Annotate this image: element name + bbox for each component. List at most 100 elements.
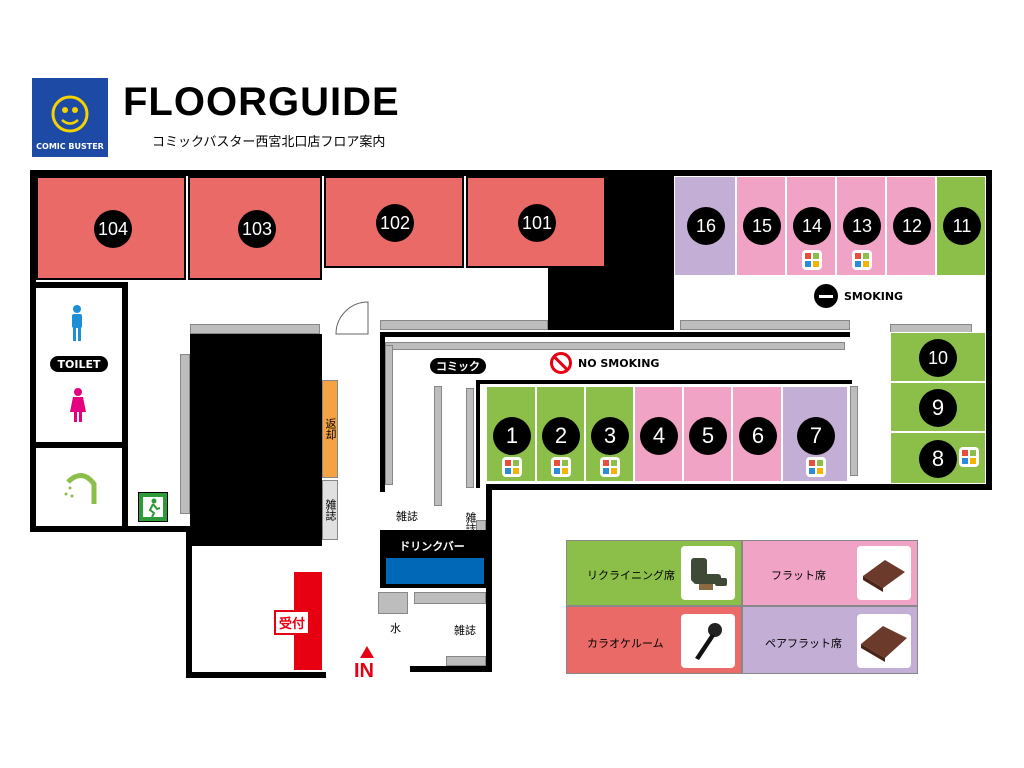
shelf-island bbox=[434, 386, 442, 506]
door[interactable] bbox=[334, 300, 370, 336]
karaoke-icon bbox=[802, 250, 822, 270]
booth-4-number: 4 bbox=[652, 423, 666, 448]
booth-5[interactable]: 5 bbox=[683, 386, 732, 482]
booth-3-number: 3 bbox=[603, 423, 617, 448]
booth-8[interactable]: 8 bbox=[890, 432, 986, 484]
entrance-label: IN bbox=[354, 660, 374, 682]
booth-11[interactable]: 11 bbox=[936, 176, 986, 276]
legend-karaoke-label: カラオケルーム bbox=[587, 637, 664, 650]
booth-6[interactable]: 6 bbox=[732, 386, 782, 482]
entrance-arrow-icon bbox=[360, 646, 374, 658]
booth-6-number: 6 bbox=[751, 423, 765, 448]
lower-wall-bottom bbox=[186, 672, 326, 678]
shower-icon bbox=[60, 470, 100, 504]
drinkbar-basin bbox=[386, 558, 484, 584]
shelf-top-middle bbox=[380, 320, 548, 330]
shelf-right-inner bbox=[850, 386, 858, 476]
booth-5-number: 5 bbox=[701, 423, 715, 448]
reception-label: 受付 bbox=[274, 610, 311, 635]
no-smoking-text: NO SMOKING bbox=[578, 356, 660, 370]
karaoke-icon bbox=[551, 457, 571, 477]
service-block-left bbox=[190, 334, 322, 546]
booth-3[interactable]: 3 bbox=[585, 386, 634, 482]
magazine-label-3: 雑誌 bbox=[464, 512, 477, 534]
room-103[interactable]: 103 bbox=[188, 176, 322, 280]
comic-label: コミック bbox=[430, 358, 486, 374]
booth-12[interactable]: 12 bbox=[886, 176, 936, 276]
water-shelf bbox=[378, 592, 408, 614]
return-counter[interactable]: 返却 bbox=[322, 380, 338, 478]
booth-15-number: 15 bbox=[751, 215, 773, 236]
booth-12-number: 12 bbox=[901, 215, 923, 236]
room-102-number: 102 bbox=[379, 212, 411, 233]
booth-10[interactable]: 10 bbox=[890, 332, 986, 382]
legend-karaoke: カラオケルーム bbox=[566, 606, 742, 674]
shelf-island-2 bbox=[466, 388, 474, 488]
bottom-shelf bbox=[446, 656, 486, 666]
room-104[interactable]: 104 bbox=[36, 176, 186, 280]
booth-9-number: 9 bbox=[931, 395, 945, 420]
toilet-wall-right bbox=[122, 282, 128, 526]
magazine-shelf-4 bbox=[414, 592, 486, 604]
booth-14-number: 14 bbox=[801, 215, 823, 236]
booth-13-number: 13 bbox=[851, 215, 873, 236]
room-101[interactable]: 101 bbox=[466, 176, 606, 268]
shelf-left-vertical bbox=[180, 354, 190, 514]
return-label: 返却 bbox=[324, 418, 337, 440]
no-smoking-area-label: NO SMOKING bbox=[550, 352, 659, 374]
male-toilet-icon bbox=[70, 305, 84, 341]
recliner-chair-icon bbox=[681, 546, 735, 600]
legend-recliner: リクライニング席 bbox=[566, 540, 742, 606]
legend-pair-flat-label: ペアフラット席 bbox=[765, 637, 842, 650]
shelf-top-left bbox=[190, 324, 320, 334]
lower-wall-left bbox=[186, 526, 192, 678]
magazine-label-2: 雑誌 bbox=[396, 510, 418, 523]
booth-7[interactable]: 7 bbox=[782, 386, 848, 482]
booth-4[interactable]: 4 bbox=[634, 386, 683, 482]
booth-2[interactable]: 2 bbox=[536, 386, 585, 482]
booth-8-number: 8 bbox=[931, 446, 945, 471]
magazine-label-1: 雑誌 bbox=[324, 499, 337, 521]
outer-wall-top bbox=[30, 170, 992, 176]
booth-11-number: 11 bbox=[952, 215, 972, 236]
karaoke-icon bbox=[959, 447, 979, 467]
karaoke-icon bbox=[806, 457, 826, 477]
water-label: 水 bbox=[390, 622, 401, 635]
smoking-area-label: SMOKING bbox=[814, 284, 903, 308]
booth-13[interactable]: 13 bbox=[836, 176, 886, 276]
outer-wall-bottom-right bbox=[490, 484, 992, 490]
booth-14[interactable]: 14 bbox=[786, 176, 836, 276]
emergency-exit-icon bbox=[138, 492, 168, 522]
page-title: FLOORGUIDE bbox=[123, 80, 400, 124]
booth-wall-top bbox=[476, 380, 852, 384]
booth-7-number: 7 bbox=[809, 423, 823, 448]
female-toilet-icon bbox=[70, 388, 86, 422]
outer-wall-right bbox=[986, 170, 992, 490]
inner-wall-top bbox=[380, 332, 850, 337]
toilet-label: TOILET bbox=[50, 356, 108, 372]
booth-1[interactable]: 1 bbox=[486, 386, 536, 482]
booth-9[interactable]: 9 bbox=[890, 382, 986, 432]
outer-wall-left bbox=[30, 170, 36, 532]
outer-wall-bottom-left bbox=[30, 526, 190, 532]
comic-buster-logo: COMIC BUSTER bbox=[32, 78, 108, 157]
karaoke-icon bbox=[600, 457, 620, 477]
legend-recliner-label: リクライニング席 bbox=[587, 569, 675, 582]
booth-16[interactable]: 16 bbox=[674, 176, 736, 276]
toilet-wall-top bbox=[36, 282, 128, 288]
booth-2-number: 2 bbox=[554, 423, 568, 448]
service-block-middle bbox=[548, 268, 674, 330]
microphone-icon bbox=[681, 614, 735, 668]
shelf-inner-top bbox=[385, 342, 845, 350]
room-102[interactable]: 102 bbox=[324, 176, 464, 268]
legend-pair-flat: ペアフラット席 bbox=[742, 606, 918, 674]
no-smoking-icon bbox=[550, 352, 572, 374]
shelf-top-right bbox=[680, 320, 850, 330]
flat-mat-icon bbox=[857, 546, 911, 600]
booth-15[interactable]: 15 bbox=[736, 176, 786, 276]
booth-wall-left bbox=[476, 380, 480, 488]
magazine-shelf-1: 雑誌 bbox=[322, 480, 338, 540]
room-103-number: 103 bbox=[241, 218, 273, 239]
legend-flat: フラット席 bbox=[742, 540, 918, 606]
logo-text: COMIC BUSTER bbox=[36, 142, 104, 151]
